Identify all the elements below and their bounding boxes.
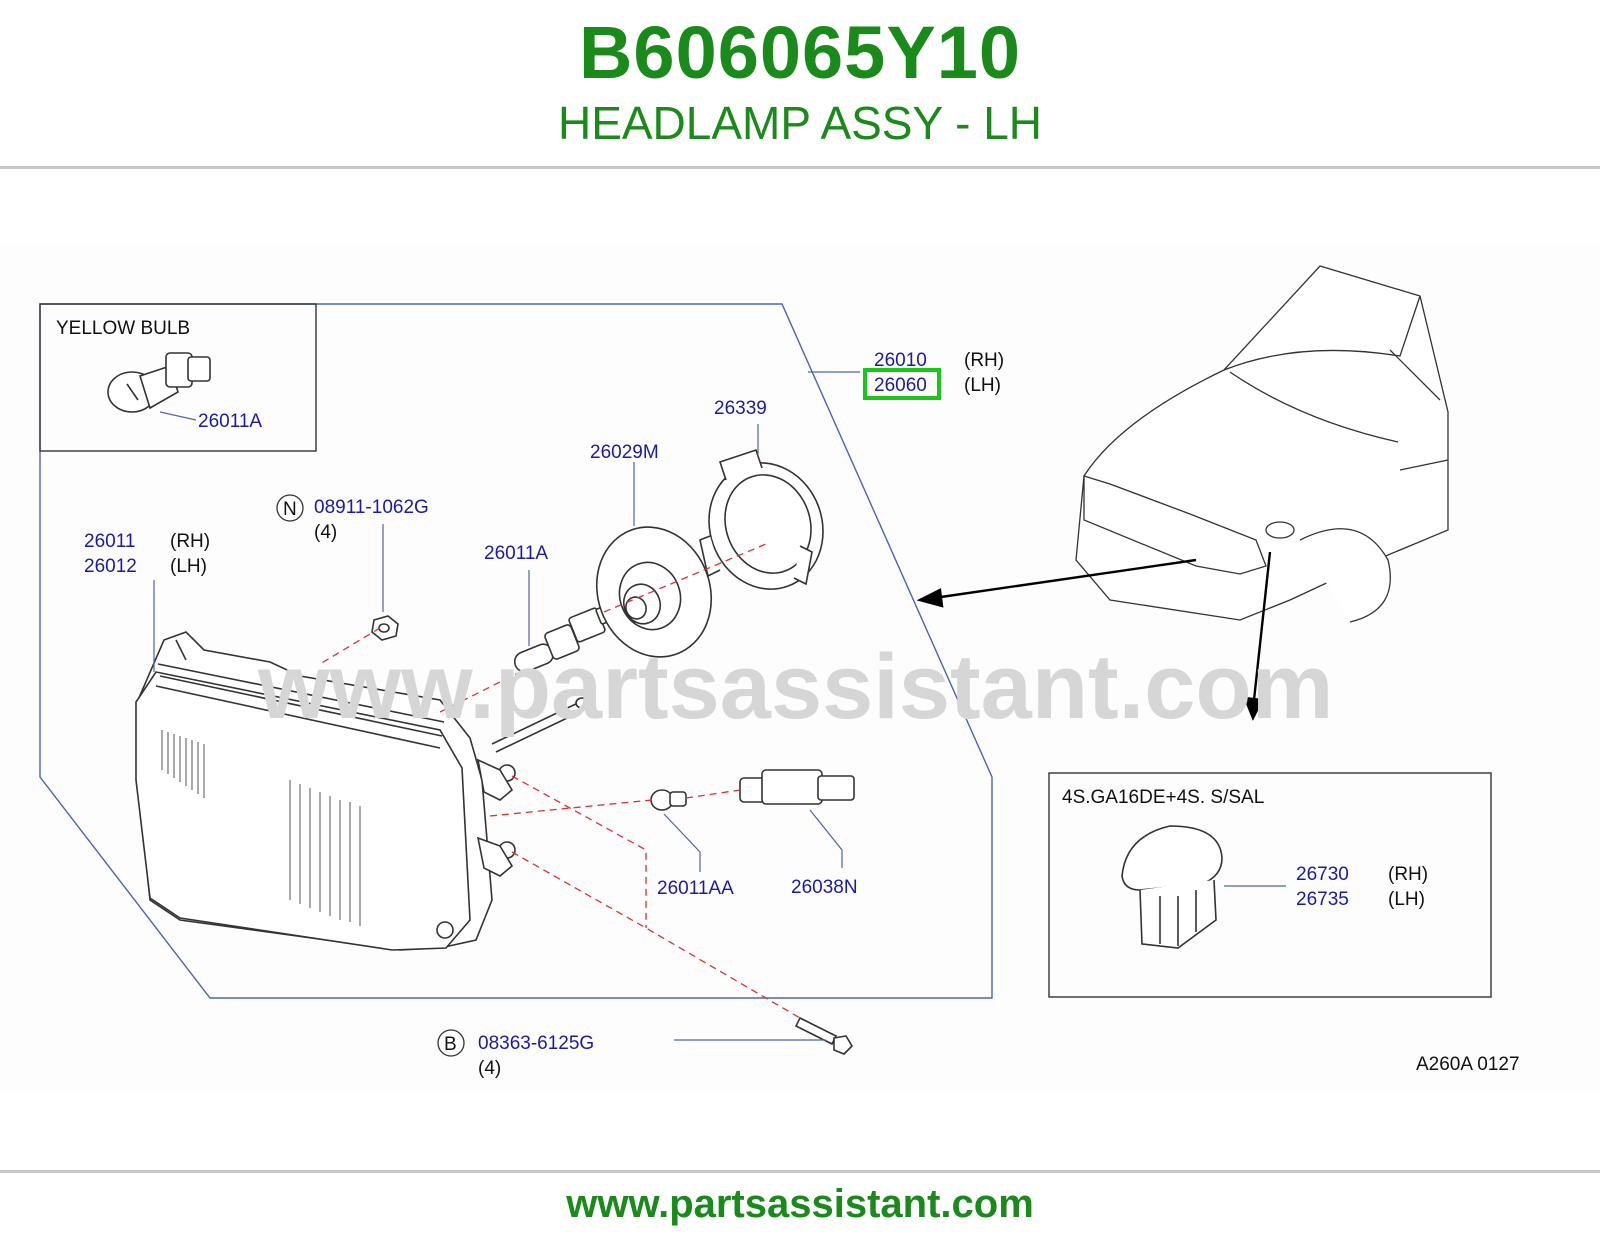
assembly-outline: [39, 303, 993, 999]
car-sketch: [1075, 265, 1449, 623]
part-link-26730[interactable]: 26730: [1296, 864, 1349, 885]
nut-drawing: [371, 615, 399, 641]
variant-title: 4S.GA16DE+4S. S/SAL: [1062, 787, 1264, 808]
side-lh-26060: (LH): [964, 375, 1001, 396]
header: B606065Y10 HEADLAMP ASSY - LH: [0, 0, 1600, 170]
headlamp-housing-drawing: [135, 631, 589, 951]
part-link-26029m[interactable]: 26029M: [590, 442, 659, 463]
page-title: B606065Y10: [578, 11, 1022, 94]
main-bulb-drawing: [513, 603, 617, 673]
part-link-26339[interactable]: 26339: [714, 398, 767, 419]
footer-url[interactable]: www.partsassistant.com: [566, 1182, 1034, 1226]
socket-drawing: [739, 769, 855, 805]
bolt-quantity: (4): [478, 1058, 501, 1079]
pointer-arrows: [916, 551, 1272, 721]
retainer-drawing: [699, 448, 824, 590]
bolt-drawing: [794, 1016, 854, 1055]
yellow-bulb-drawing: [107, 352, 211, 421]
part-link-26011[interactable]: 26011: [84, 531, 135, 552]
part-link-26011aa[interactable]: 26011AA: [657, 878, 734, 899]
yellow-bulb-inset: [39, 303, 317, 452]
bolt-code: B: [444, 1034, 457, 1055]
watermark: www.partsassistant.com: [257, 636, 1333, 738]
parts-diagram: YELLOW BULB 26011A 26010 (RH) 26060 (LH): [0, 244, 1600, 1092]
part-link-26010[interactable]: 26010: [874, 350, 927, 371]
seal-drawing: [595, 526, 713, 658]
part-link-26038n[interactable]: 26038N: [791, 877, 858, 898]
nut-code-circle: [276, 494, 304, 522]
side-rh-26011: (RH): [170, 531, 210, 552]
figure-code: A260A 0127: [1416, 1054, 1520, 1075]
divider-top: [0, 166, 1600, 169]
side-rh-26730: (RH): [1388, 864, 1428, 885]
bolt-code-circle: [437, 1029, 465, 1057]
highlight-box: [863, 368, 941, 400]
leader-socket: [809, 809, 843, 868]
yellow-bulb-title: YELLOW BULB: [56, 318, 190, 339]
part-link-26060[interactable]: 26060: [874, 375, 927, 396]
side-marker-drawing: [1121, 825, 1223, 949]
nut-code: N: [283, 499, 297, 520]
leader-side-bulb: [663, 813, 701, 872]
page-subtitle: HEADLAMP ASSY - LH: [557, 97, 1043, 149]
side-lh-26012: (LH): [170, 556, 207, 577]
part-link-26011a-inset[interactable]: 26011A: [198, 411, 262, 432]
part-link-26735[interactable]: 26735: [1296, 889, 1349, 910]
part-link-08911-1062g[interactable]: 08911-1062G: [314, 497, 429, 518]
nut-quantity: (4): [314, 522, 337, 543]
part-link-26012[interactable]: 26012: [84, 556, 137, 577]
side-rh-26010: (RH): [964, 350, 1004, 371]
divider-bottom: [0, 1170, 1600, 1173]
part-link-08363-6125g[interactable]: 08363-6125G: [478, 1033, 594, 1054]
variant-inset: [1048, 772, 1492, 998]
side-lh-26735: (LH): [1388, 889, 1425, 910]
part-link-26011a[interactable]: 26011A: [484, 543, 548, 564]
side-bulb-drawing: [650, 789, 687, 811]
assembly-dashed-lines: [319, 543, 801, 1019]
